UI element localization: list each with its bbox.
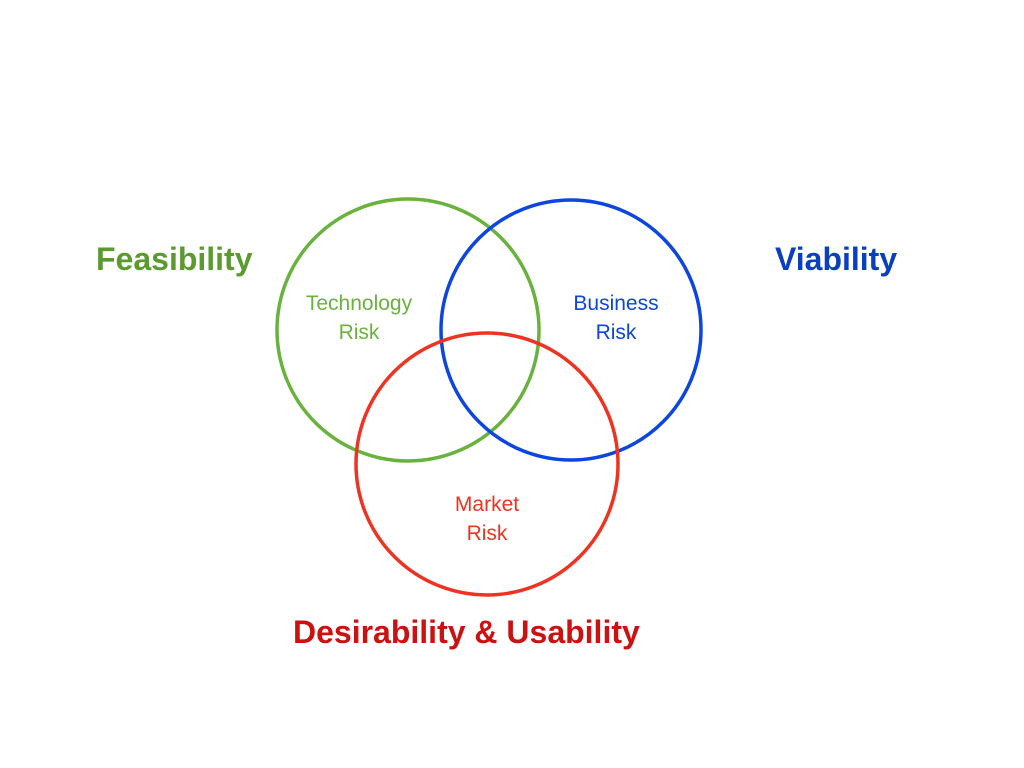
business-risk-line1: Business xyxy=(573,292,659,315)
market-risk-line2: Risk xyxy=(466,522,508,545)
business-risk-label: Business Risk xyxy=(573,289,658,347)
business-risk-line2: Risk xyxy=(595,321,637,344)
business-circle xyxy=(439,198,703,462)
market-circle xyxy=(354,331,620,597)
technology-circle xyxy=(275,197,541,463)
market-risk-line1: Market xyxy=(454,493,520,516)
technology-risk-line1: Technology xyxy=(305,292,413,315)
feasibility-heading: Feasibility xyxy=(96,241,253,277)
technology-risk-line2: Risk xyxy=(338,321,380,344)
viability-heading: Viability xyxy=(775,241,898,277)
technology-risk-label: Technology Risk xyxy=(306,289,412,347)
desirability-heading: Desirability & Usability xyxy=(293,614,640,650)
market-risk-label: Market Risk xyxy=(455,490,519,548)
